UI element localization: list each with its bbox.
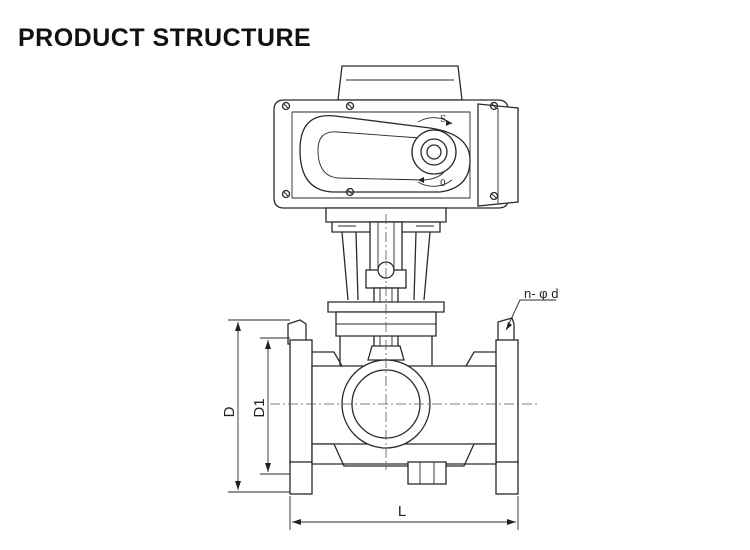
dimension-label-d: D: [221, 406, 238, 417]
dial-label-0: 0: [440, 179, 446, 189]
dimension-lines: [228, 299, 556, 530]
dimension-label-l: L: [398, 503, 406, 520]
dimension-label-d1: D1: [251, 398, 268, 417]
flange-holes-label: n- φ d: [524, 286, 558, 301]
electric-actuator: S 0: [273, 65, 519, 233]
dial-label-s: S: [440, 115, 446, 125]
cover-screw-icon: [281, 101, 499, 201]
three-way-ball-valve-body: [270, 214, 540, 495]
position-dial-icon: [411, 117, 457, 187]
page-title: PRODUCT STRUCTURE: [18, 24, 312, 52]
